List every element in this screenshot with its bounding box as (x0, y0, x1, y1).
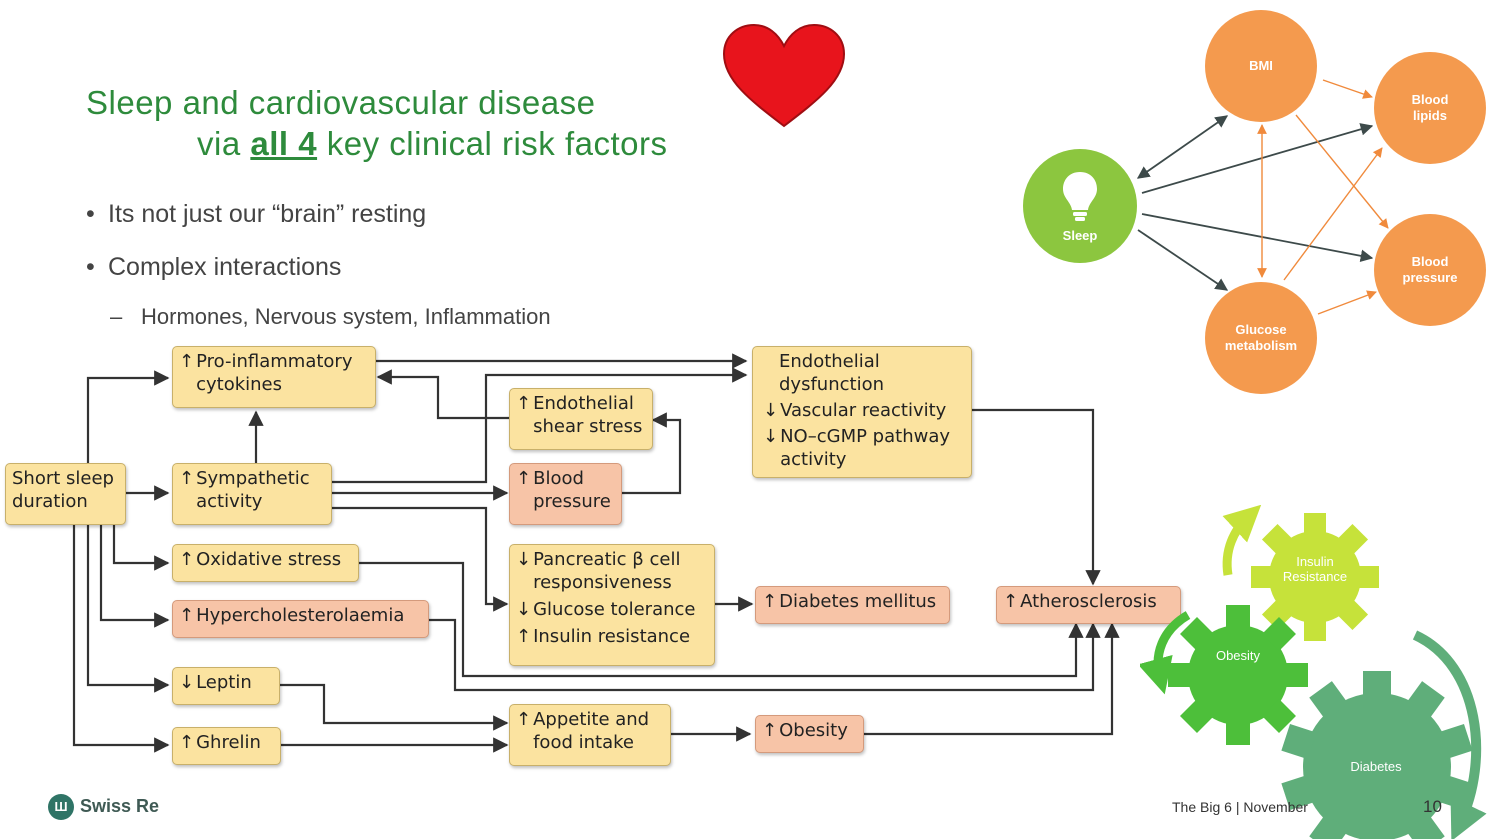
footer-text: The Big 6 | November (1172, 799, 1308, 815)
box-endothelial-dysfunction: Endothelial dysfunction ↓Vascular reacti… (752, 346, 972, 478)
box-diabetes-mellitus: ↑Diabetes mellitus (755, 586, 950, 624)
box-obesity: ↑Obesity (755, 715, 864, 753)
gear-diabetes-label: Diabetes (1350, 759, 1402, 774)
node-blood-lipids: Blood lipids (1374, 52, 1486, 164)
slide-title-line1: Sleep and cardiovascular disease (86, 84, 596, 121)
heart-icon (722, 23, 846, 128)
box-blood-pressure: ↑Blood pressure (509, 463, 622, 525)
box-atherosclerosis: ↑Atherosclerosis (996, 586, 1181, 624)
swiss-re-logo-icon: Ш (48, 794, 74, 820)
gear-insulin-label: Insulin Resistance (1282, 554, 1348, 584)
bullet-2: •Complex interactions (86, 253, 342, 281)
box-hypercholesterolaemia: ↑Hypercholesterolaemia (172, 600, 429, 638)
sub-bullet: –Hormones, Nervous system, Inflammation (110, 304, 551, 329)
box-appetite: ↑Appetite and food intake (509, 704, 671, 766)
gears-illustration (1140, 505, 1487, 839)
box-short-sleep: Short sleep duration (5, 463, 126, 525)
node-sleep: Sleep (1023, 149, 1137, 263)
box-pancreatic: ↓Pancreatic β cell responsiveness ↓Gluco… (509, 544, 715, 666)
node-glucose-metabolism: Glucose metabolism (1205, 282, 1317, 394)
box-ghrelin: ↑Ghrelin (172, 727, 281, 765)
slide-title-line2: via all 4 key clinical risk factors (197, 125, 668, 162)
box-sympathetic: ↑Sympathetic activity (172, 463, 332, 525)
page-number: 10 (1423, 797, 1442, 816)
node-bmi: BMI (1205, 10, 1317, 122)
box-proinflammatory: ↑Pro-inflammatory cytokines (172, 346, 376, 408)
lightbulb-icon (1063, 172, 1097, 221)
node-blood-pressure: Blood pressure (1374, 214, 1486, 326)
box-oxidative: ↑Oxidative stress (172, 544, 359, 582)
title-emphasis: all 4 (250, 125, 318, 162)
box-leptin: ↓Leptin (172, 667, 280, 705)
box-shear-stress: ↑Endothelial shear stress (509, 388, 653, 450)
bullet-1: •Its not just our “brain” resting (86, 200, 427, 228)
gear-obesity-label: Obesity (1215, 648, 1261, 663)
network-connectors (1136, 79, 1389, 315)
